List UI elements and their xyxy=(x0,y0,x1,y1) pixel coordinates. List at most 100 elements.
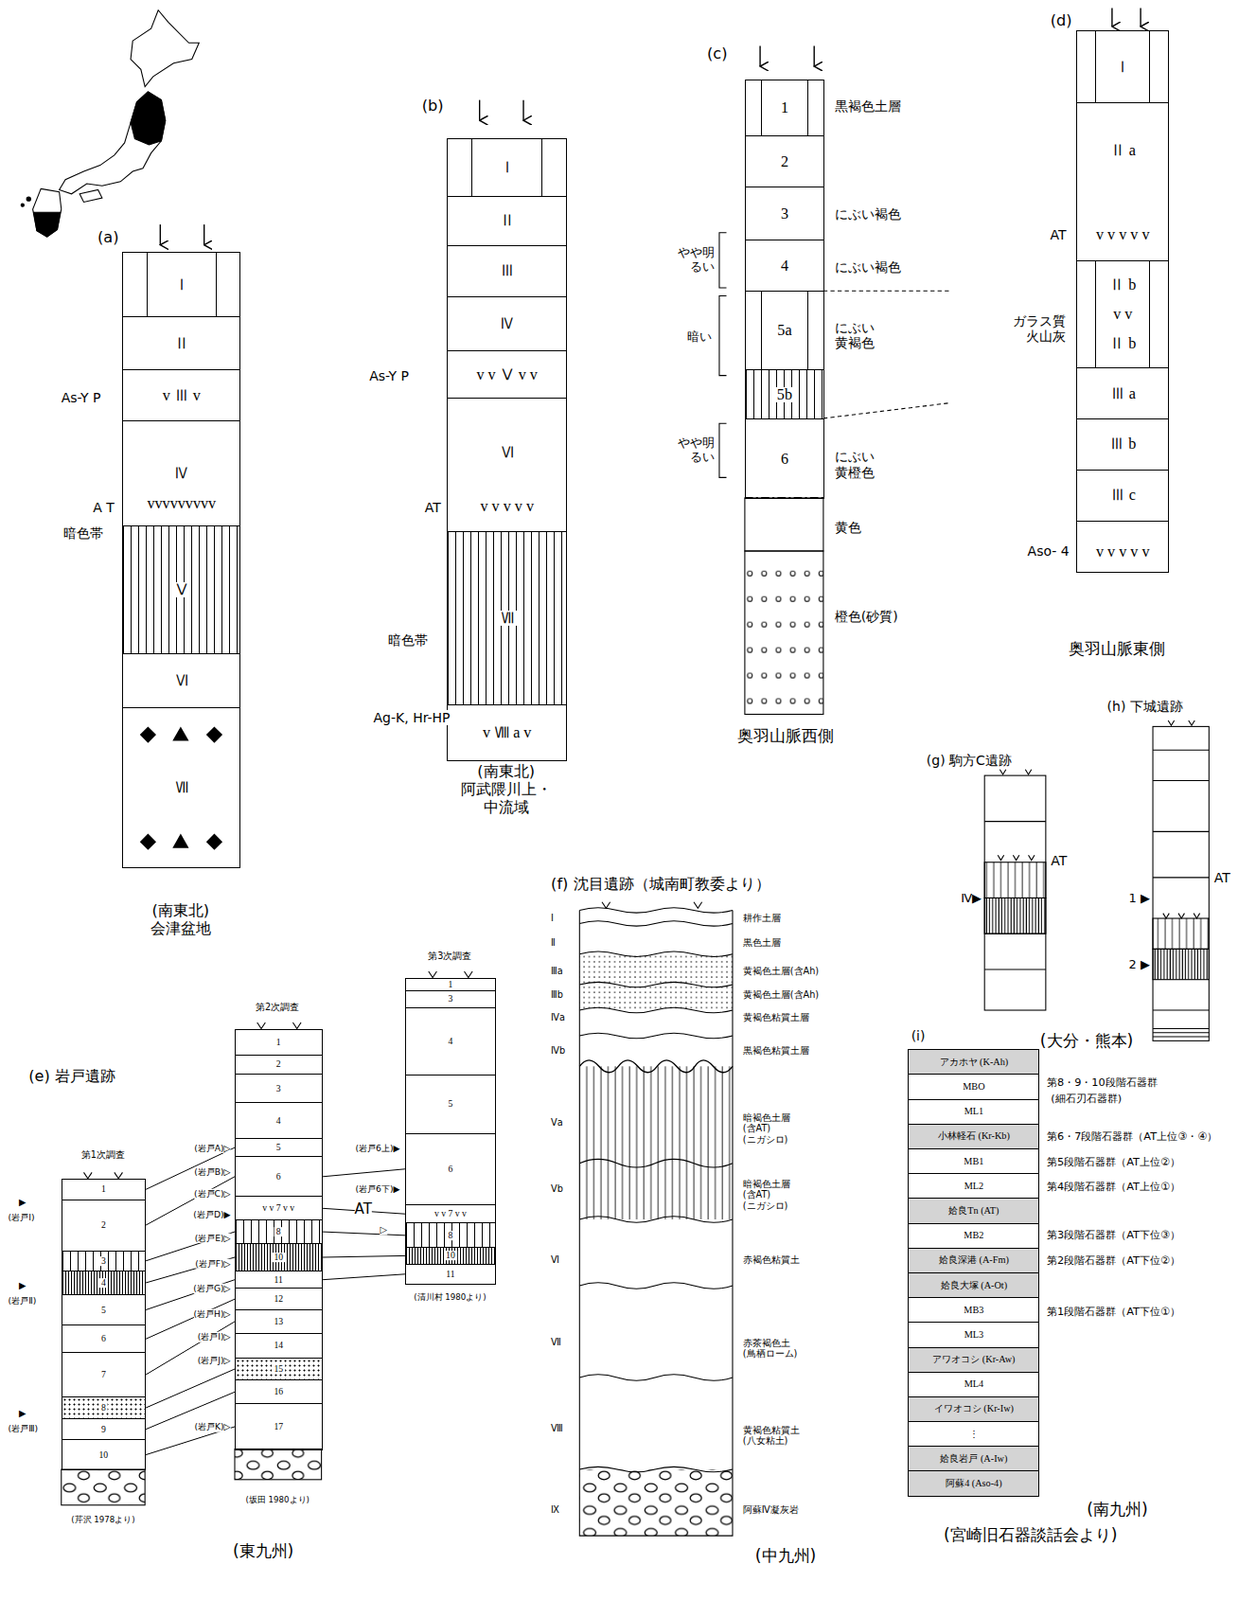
annotation-label: Ⅳ▶ xyxy=(960,890,982,905)
annotation-label: 阿蘇Ⅳ凝灰岩 xyxy=(742,1504,799,1516)
column-c-lower xyxy=(719,232,950,715)
layer-box: v Ⅲ v xyxy=(122,369,241,422)
drawing-stroke xyxy=(59,91,166,195)
annotation-label: 第8・9・10段階石器群 xyxy=(1046,1075,1158,1088)
drawing-stroke xyxy=(579,907,733,913)
layer-label: 8 xyxy=(445,1230,455,1240)
annotation-label: 第4段階石器群（AT上位①） xyxy=(1046,1179,1181,1192)
layer-box: 姶良岩戸 (A-Iw) xyxy=(907,1445,1040,1471)
layer-label: Ⅱ b xyxy=(1107,336,1138,352)
layer-label: 1 xyxy=(276,1037,282,1047)
annotation-label: にぶい褐色 xyxy=(834,206,902,222)
layer-label: 3 xyxy=(276,1083,282,1094)
layer-label: Ⅴ xyxy=(172,582,192,598)
annotation-label: 2 ▶ xyxy=(1129,956,1150,972)
layer-box: 7 xyxy=(61,1351,146,1397)
drawing-stroke xyxy=(61,1468,145,1505)
annotation-label: 橙色(砂質) xyxy=(834,608,899,624)
layer-box: Ⅱ xyxy=(122,316,241,371)
drawing-stroke xyxy=(601,902,703,908)
layer-box: Ⅱ bv vⅡ b xyxy=(1076,260,1169,369)
layer-label: 11 xyxy=(445,1269,455,1279)
drawing-stroke xyxy=(79,189,103,202)
layer-box: 1 xyxy=(744,79,825,137)
layer-label: アワオコシ (Kr-Aw) xyxy=(932,1354,1015,1364)
layer-label: アカホヤ (K-Ah) xyxy=(939,1057,1009,1067)
layer-box: 姶良深港 (A-Fm) xyxy=(907,1247,1040,1274)
layer-label: v v v v v xyxy=(479,498,534,514)
drawing-stroke xyxy=(1152,749,1209,1037)
annotation-label: 奥羽山脈西側 xyxy=(737,726,834,746)
layer-box: Ⅶ xyxy=(122,707,241,868)
layer-box: 8 xyxy=(61,1396,146,1420)
annotation-label: AT xyxy=(1050,852,1067,868)
annotation-label: (岩戸Ⅰ) xyxy=(8,1212,36,1223)
layer-label: Ⅱ a xyxy=(1110,142,1136,159)
layer-label: Ⅵ xyxy=(499,444,515,460)
layer-label: v Ⅷ a v xyxy=(482,725,531,741)
top-arrows xyxy=(159,8,1141,246)
correlation-line xyxy=(145,1321,235,1375)
drawing-stroke xyxy=(579,1158,733,1471)
layer-box: 3 xyxy=(234,1073,323,1103)
layer-label: 15 xyxy=(271,1363,285,1374)
layer-box: 10 xyxy=(61,1438,146,1470)
drawing-stroke xyxy=(478,100,480,122)
drawing-stroke xyxy=(20,203,24,207)
column-h xyxy=(1152,720,1209,1041)
annotation-label: 暗褐色土層(含AT) (ニガシロ) xyxy=(742,1179,791,1211)
layer-label: MBO xyxy=(962,1081,985,1092)
annotation-label: (h) 下城遺跡 xyxy=(1107,698,1184,714)
layer-box: 1 xyxy=(61,1178,146,1201)
drawing-stroke xyxy=(719,232,727,478)
annotation-label: やや明 るい xyxy=(677,246,715,275)
layer-label: 2 xyxy=(780,154,789,170)
layer-label: 1 xyxy=(447,979,453,990)
layer-box: Ⅵ xyxy=(122,653,241,708)
annotation-label: (d) xyxy=(1050,11,1073,30)
annotation-label: (東九州) xyxy=(232,1541,294,1561)
annotation-label: (岩戸C)▷ xyxy=(194,1188,231,1200)
layer-box: 6 xyxy=(405,1132,496,1205)
annotation-label: (岩戸D)▶ xyxy=(193,1209,230,1221)
layer-box: 2 xyxy=(234,1054,323,1075)
annotation-label: (南東北) 阿武隈川上・中流域 xyxy=(460,762,552,816)
correlation-line xyxy=(145,1231,235,1261)
annotation-label: Ⅳb xyxy=(550,1045,566,1057)
annotation-label: 暗色帯 xyxy=(63,525,104,541)
layer-box: アカホヤ (K-Ah) xyxy=(907,1048,1040,1075)
annotation-label: (岩戸K)▷ xyxy=(194,1421,230,1433)
annotation-label: AT xyxy=(1049,227,1066,243)
layer-label: Ⅶ xyxy=(174,779,190,796)
annotation-label: (中九州) xyxy=(755,1546,816,1566)
layer-box: v Ⅷ a v xyxy=(446,704,567,761)
layer-label: 4 xyxy=(99,1277,108,1288)
layer-label: 姶良岩戸 (A-Iw) xyxy=(939,1453,1008,1464)
annotation-label: (岩戸Ⅲ) xyxy=(8,1423,38,1434)
layer-box: MB3 xyxy=(907,1296,1040,1323)
layer-label: 阿蘇4 (Aso-4) xyxy=(945,1478,1003,1488)
layer-box: Ⅰ xyxy=(1076,30,1169,103)
layer-label: 姶良Tn (AT) xyxy=(948,1205,999,1216)
layer-label: 1 xyxy=(101,1184,107,1194)
layer-label: 5 xyxy=(276,1142,282,1152)
layer-label: v v v v v xyxy=(1096,227,1150,243)
annotation-label: 第6・7段階石器群（AT上位③・④） xyxy=(1046,1129,1218,1142)
annotation-label: 第2段階石器群（AT下位②） xyxy=(1046,1254,1181,1267)
layer-box: Ⅲ xyxy=(446,245,567,298)
layer-box: 4 xyxy=(61,1270,146,1295)
drawing-stroke xyxy=(984,862,1046,899)
annotation-label: (岩戸F)▷ xyxy=(194,1257,230,1269)
correlation-line xyxy=(322,1231,406,1236)
layer-box: v v 7 v v xyxy=(234,1195,323,1221)
correlation-line xyxy=(145,1147,235,1189)
annotation-label: (岩戸A)▷ xyxy=(194,1142,230,1153)
column-g xyxy=(984,769,1046,1010)
annotation-label: 第2次調査 xyxy=(255,1001,300,1012)
layer-box: 5 xyxy=(405,1074,496,1133)
annotation-label: にぶい 黄橙色 xyxy=(834,448,875,479)
layer-label: 5b xyxy=(775,386,795,402)
drawing-stroke xyxy=(579,920,733,1039)
